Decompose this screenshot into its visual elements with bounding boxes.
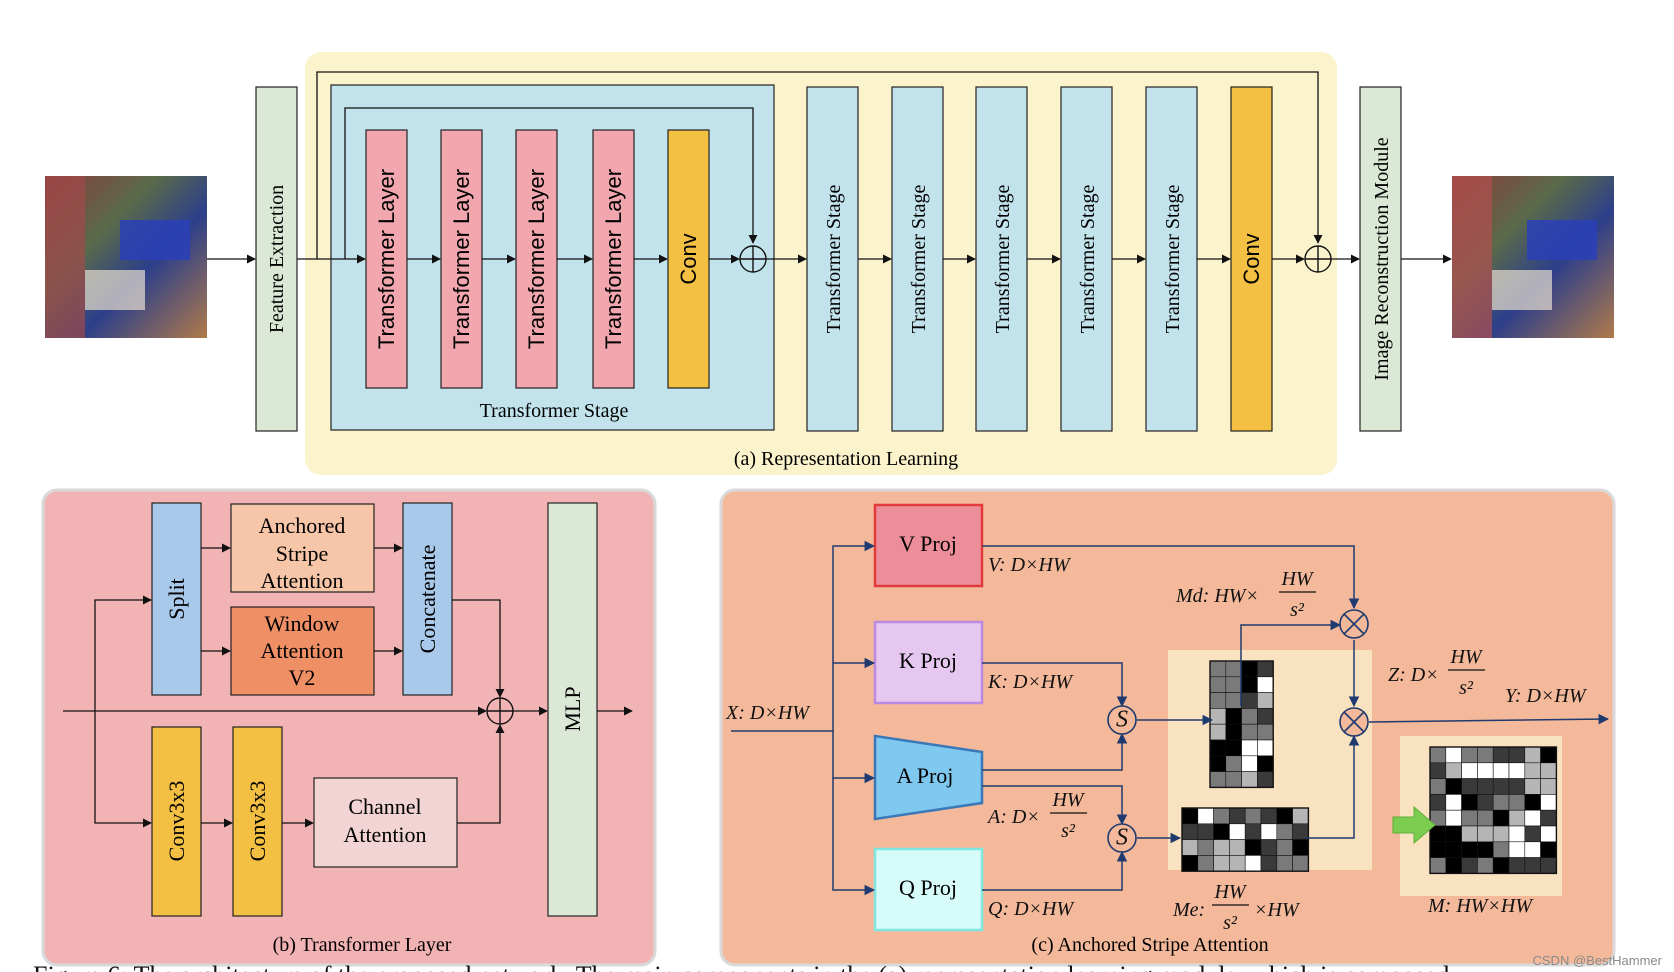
transformer-stage-3-label: Transformer Stage <box>908 185 930 334</box>
transformer-stage-6 <box>1145 86 1198 432</box>
stage-conv-block <box>667 129 710 389</box>
q-proj-label: Q Proj <box>899 875 957 900</box>
transformer-layer-3 <box>515 129 558 389</box>
feature-extraction-label: Feature Extraction <box>266 185 288 333</box>
transformer-layer-1 <box>365 129 408 389</box>
transformer-layer-4-label: Transformer Layer <box>601 169 626 349</box>
image-reconstruction-label: Image Reconstruction Module <box>1371 137 1393 380</box>
circle-plus-icon <box>739 245 767 273</box>
final-conv-label: Conv <box>1239 233 1264 284</box>
transformer-layers: Transformer Layer Transformer Layer Tran… <box>365 129 635 389</box>
anchored-stripe-attention-panel <box>719 488 1616 967</box>
z-frac-num: HW <box>1449 646 1483 668</box>
me-frac-den: s² <box>1223 912 1238 934</box>
svg-text:S: S <box>1116 825 1128 851</box>
a-proj-block <box>873 734 984 821</box>
transformer-stage-caption: Transformer Stage <box>480 400 629 422</box>
transformer-stage-5-label: Transformer Stage <box>1077 185 1099 334</box>
md-frac-num: HW <box>1280 568 1314 590</box>
split-label: Split <box>164 578 189 620</box>
transformer-layer-2-label: Transformer Layer <box>449 169 474 349</box>
asa-label-line2: Stripe <box>276 541 329 566</box>
green-arrow-icon <box>1392 805 1436 845</box>
transformer-stage-3 <box>891 86 944 432</box>
z-label: Z: D× <box>1388 664 1439 686</box>
transformer-stage-4-label: Transformer Stage <box>992 185 1014 334</box>
k-label: K: D×HW <box>987 671 1074 693</box>
mlp-block <box>547 502 598 917</box>
mlp-label: MLP <box>560 686 585 731</box>
me-matrix <box>1181 807 1310 872</box>
channel-attention-block <box>313 777 458 868</box>
z-frac-den: s² <box>1459 677 1474 699</box>
circle-s-icon: S <box>1107 705 1137 735</box>
input-image <box>45 176 207 338</box>
circle-times-icon <box>1339 707 1369 737</box>
output-image <box>1452 176 1614 338</box>
transformer-layer-2 <box>440 129 483 389</box>
anchored-stripe-attention-caption: (c) Anchored Stripe Attention <box>1031 934 1268 956</box>
final-conv-block <box>1230 86 1273 432</box>
window-label-line2: Attention <box>260 638 343 663</box>
conv3x3-label-2: Conv3x3 <box>245 781 270 862</box>
window-label-line3: V2 <box>289 665 316 690</box>
attention-arrows <box>731 540 1610 896</box>
a-label: A: D× <box>986 806 1040 828</box>
concatenate-block <box>402 502 453 696</box>
window-attention-block <box>230 606 375 696</box>
conv3x3-label-1: Conv3x3 <box>164 781 189 862</box>
split-block <box>151 502 202 696</box>
asa-label-line1: Anchored <box>259 513 346 538</box>
a-frac-num: HW <box>1051 789 1085 811</box>
transformer-layer-3-label: Transformer Layer <box>524 169 549 349</box>
v-label: V: D×HW <box>988 554 1072 576</box>
figure-caption-partial: Figure 6: The architecture of the propos… <box>33 961 1449 972</box>
representation-caption: (a) Representation Learning <box>734 448 958 470</box>
circle-times-icon <box>1339 609 1369 639</box>
transformer-layer-4 <box>592 129 635 389</box>
me-label: Me: <box>1172 899 1205 921</box>
m-label: M: HW×HW <box>1427 895 1534 917</box>
v-proj-label: V Proj <box>899 531 957 556</box>
circle-s-icon: S <box>1107 823 1137 853</box>
m-matrix <box>1429 746 1558 875</box>
transformer-stage-2-label: Transformer Stage <box>823 185 845 334</box>
transformer-stage-4 <box>975 86 1028 432</box>
transformer-stage-6-label: Transformer Stage <box>1162 185 1184 334</box>
svg-text:S: S <box>1116 707 1128 733</box>
v-proj-block <box>873 503 984 588</box>
x-label: X: D×HW <box>725 702 811 724</box>
circle-plus-icon <box>1304 245 1332 273</box>
y-label: Y: D×HW <box>1505 685 1588 707</box>
window-label-line1: Window <box>265 611 340 636</box>
transformer-stage-5 <box>1060 86 1113 432</box>
md-label: Md: HW× <box>1175 585 1259 607</box>
global-skip-connection <box>316 71 1323 259</box>
concatenate-label: Concatenate <box>415 545 440 654</box>
channel-attention-line2: Attention <box>343 822 426 847</box>
transformer-layer-1-label: Transformer Layer <box>374 169 399 349</box>
transformer-stages: Transformer Stage Transformer Stage Tran… <box>806 86 1198 432</box>
channel-attention-line1: Channel <box>348 794 421 819</box>
transformer-layer-arrows <box>63 543 633 828</box>
conv3x3-block-1 <box>151 726 202 917</box>
anchored-stripe-attention-block <box>230 503 375 593</box>
asa-label-line3: Attention <box>260 568 343 593</box>
a-frac-den: s² <box>1061 820 1076 842</box>
stage-skip-connection <box>344 107 758 259</box>
transformer-stage-2 <box>806 86 859 432</box>
me-tail: ×HW <box>1254 899 1301 921</box>
a-proj-label: A Proj <box>897 763 954 788</box>
conv3x3-block-2 <box>232 726 283 917</box>
me-frac-num: HW <box>1213 881 1247 903</box>
md-frac-den: s² <box>1290 599 1305 621</box>
watermark: CSDN @BestHammer <box>1533 953 1663 968</box>
stage-conv-label: Conv <box>676 233 701 284</box>
image-reconstruction-block <box>1359 86 1402 432</box>
q-label: Q: D×HW <box>988 898 1075 920</box>
circle-plus-icon <box>486 697 514 725</box>
k-proj-label: K Proj <box>899 648 957 673</box>
transformer-layer-caption: (b) Transformer Layer <box>273 934 452 956</box>
